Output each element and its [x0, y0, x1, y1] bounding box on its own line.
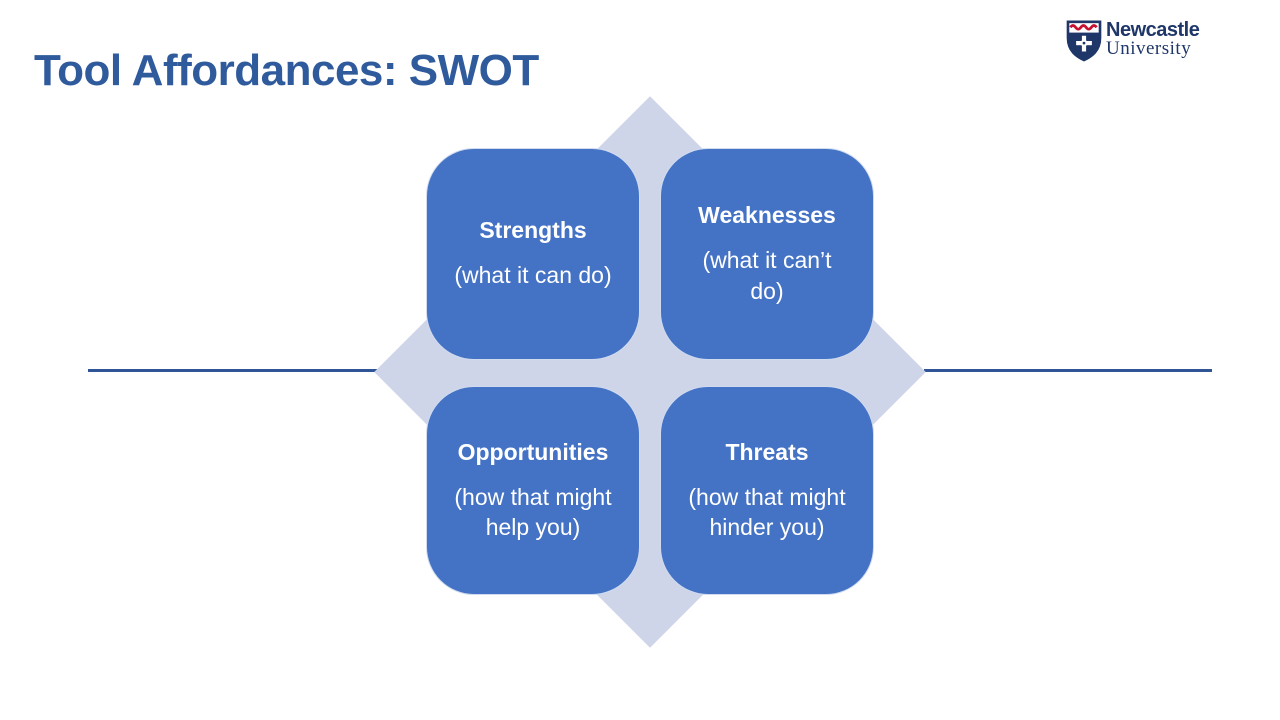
quadrant-weaknesses-heading: Weaknesses — [698, 202, 836, 229]
quadrant-weaknesses: Weaknesses (what it can’t do) — [660, 148, 874, 360]
newcastle-university-logo: Newcastle University — [1066, 19, 1200, 67]
divider-line-right — [924, 369, 1212, 372]
quadrant-strengths-heading: Strengths — [479, 217, 587, 244]
university-shield-icon — [1066, 20, 1102, 67]
quadrant-opportunities: Opportunities (how that might help you) — [426, 386, 640, 595]
quadrant-threats-heading: Threats — [725, 438, 809, 465]
logo-wordmark: Newcastle University — [1106, 19, 1200, 59]
logo-text-university: University — [1106, 38, 1192, 59]
quadrant-strengths: Strengths (what it can do) — [426, 148, 640, 360]
quadrant-threats-description: (how that might hinder you) — [688, 483, 846, 540]
quadrant-opportunities-description: (how that might help you) — [454, 483, 612, 540]
quadrant-weaknesses-description: (what it can’t do) — [702, 247, 832, 304]
slide-title: Tool Affordances: SWOT — [34, 46, 539, 95]
logo-text-newcastle: Newcastle — [1106, 19, 1200, 41]
quadrant-opportunities-heading: Opportunities — [457, 438, 609, 465]
quadrant-strengths-description: (what it can do) — [454, 262, 612, 289]
divider-line-left — [88, 369, 378, 372]
quadrant-threats: Threats (how that might hinder you) — [660, 386, 874, 595]
